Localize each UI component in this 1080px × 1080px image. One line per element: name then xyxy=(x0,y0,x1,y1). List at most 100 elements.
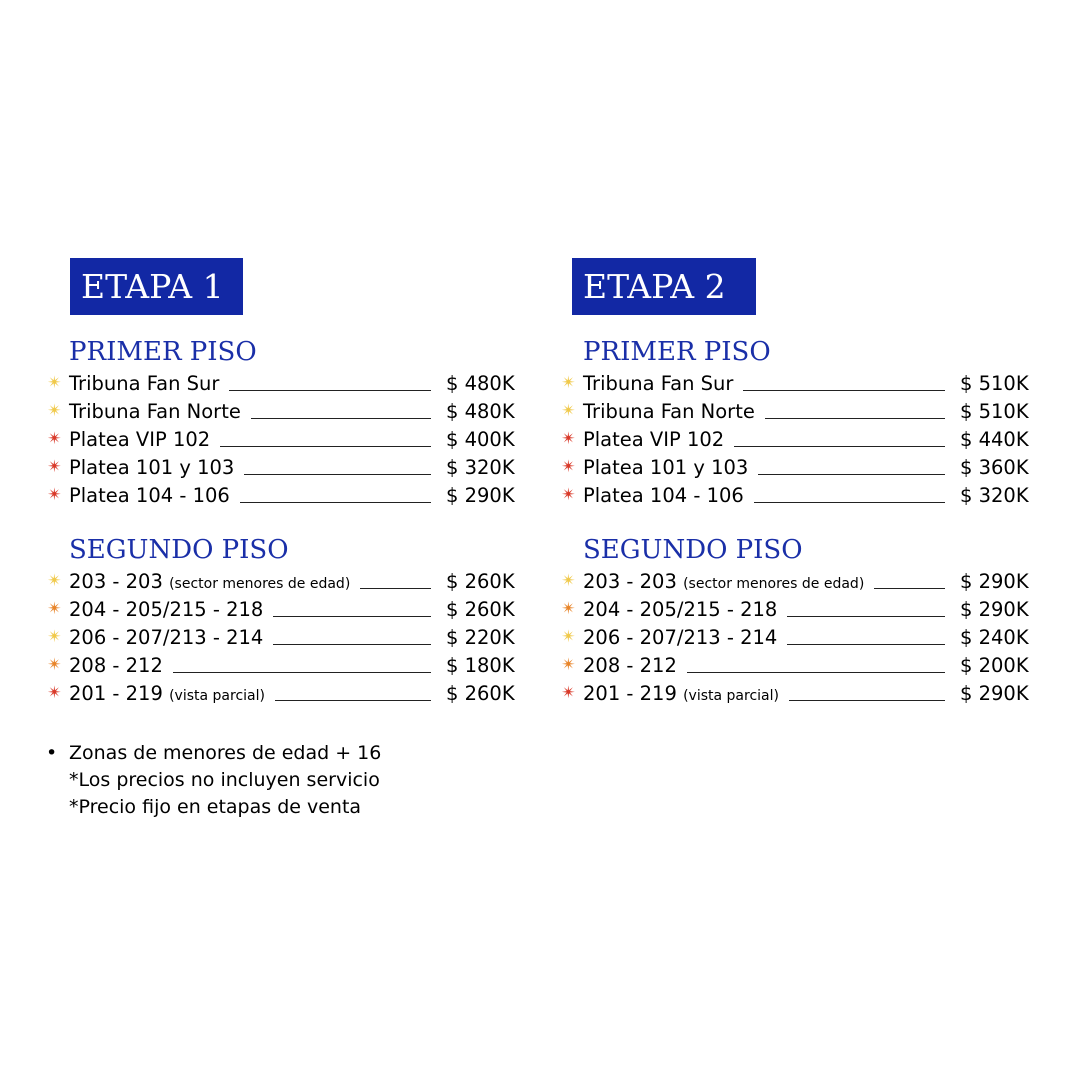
zone-name: Tribuna Fan Norte xyxy=(583,399,755,423)
price: $ 440K xyxy=(960,427,1029,451)
star-icon: ✴ xyxy=(47,683,62,703)
price-row: ✴203 - 203 (sector menores de edad)$ 260… xyxy=(40,567,520,595)
leader-line xyxy=(244,473,431,475)
price: $ 320K xyxy=(446,455,515,479)
price: $ 240K xyxy=(960,625,1029,649)
price-row: ✴204 - 205/215 - 218$ 260K xyxy=(40,595,520,623)
leader-line xyxy=(686,671,945,673)
star-icon: ✴ xyxy=(561,571,576,591)
star-icon: ✴ xyxy=(47,429,62,449)
leader-line xyxy=(758,473,945,475)
zone-label: 204 - 205/215 - 218 xyxy=(69,598,263,621)
note-text: Zonas de menores de edad + 16 xyxy=(69,742,382,764)
zone-name: 203 - 203 xyxy=(583,569,677,593)
zone-label: 201 - 219 (vista parcial) xyxy=(69,682,265,705)
zone-label: Tribuna Fan Sur xyxy=(69,372,219,395)
star-icon: ✴ xyxy=(561,683,576,703)
leader-line xyxy=(273,615,431,617)
floor-title: PRIMER PISO xyxy=(583,337,771,367)
star-icon: ✴ xyxy=(561,429,576,449)
price-row: ✴ 204 - 205/215 - 218 $ 290K xyxy=(554,595,1034,623)
star-icon: ✴ xyxy=(47,599,62,619)
zone-name: Platea VIP 102 xyxy=(69,427,211,451)
zone-name: Platea 104 - 106 xyxy=(583,483,744,507)
price: $ 290K xyxy=(960,681,1029,705)
zone-name: 206 - 207/213 - 214 xyxy=(583,625,778,649)
price: $ 180K xyxy=(446,653,515,677)
leader-line xyxy=(787,615,945,617)
leader-line xyxy=(787,643,945,645)
price: $ 400K xyxy=(446,427,515,451)
zone-name: Platea 101 y 103 xyxy=(583,455,749,479)
price: $ 510K xyxy=(960,399,1029,423)
price-row: ✴ 208 - 212 $ 180K xyxy=(40,651,520,679)
stage-1-column: ETAPA 1 PRIMER PISO ✴ Tribuna Fan Sur $ 480… xyxy=(40,0,530,1080)
zone-name: Tribuna Fan Sur xyxy=(583,371,734,395)
zone-label: 208 - 212 xyxy=(583,654,677,677)
zone-note: (vista parcial) xyxy=(169,687,265,704)
zone-name: 203 - 203 xyxy=(69,569,163,593)
price-row: ✴ Platea 104 - 106 $ 320K xyxy=(554,481,1034,509)
zone-name: 201 - 219 xyxy=(69,681,163,705)
star-icon: ✴ xyxy=(561,373,576,393)
price: $ 320K xyxy=(960,483,1029,507)
zone-name: 204 - 205/215 - 218 xyxy=(69,597,264,621)
price: $ 290K xyxy=(446,483,515,507)
zone-name: Tribuna Fan Norte xyxy=(69,399,241,423)
price-row: ✴Tribuna Fan Sur$ 480K xyxy=(40,369,520,397)
zone-label: Tribuna Fan Sur xyxy=(583,372,733,395)
zone-name: 208 - 212 xyxy=(583,653,677,677)
zone-name: 208 - 212 xyxy=(69,653,163,677)
price: $ 290K xyxy=(960,597,1029,621)
star-icon: ✴ xyxy=(561,457,576,477)
zone-label: Tribuna Fan Norte xyxy=(69,400,241,423)
price: $ 510K xyxy=(960,371,1029,395)
price-row: ✴Platea 104 - 106$ 290K xyxy=(40,481,520,509)
star-icon: ✴ xyxy=(47,627,62,647)
note-text: *Los precios no incluyen servicio xyxy=(69,769,380,791)
leader-line xyxy=(788,699,945,701)
zone-label: 203 - 203 (sector menores de edad) xyxy=(583,570,864,593)
leader-line xyxy=(250,417,431,419)
zone-name: Platea 101 y 103 xyxy=(69,455,235,479)
leader-line xyxy=(220,445,431,447)
star-icon: ✴ xyxy=(47,655,62,675)
price-row: ✴ Platea 101 y 103 $ 360K xyxy=(554,453,1034,481)
zone-label: 208 - 212 xyxy=(69,654,163,677)
price-row: ✴ 201 - 219 (vista parcial) $ 260K xyxy=(40,679,520,707)
star-icon: ✴ xyxy=(561,599,576,619)
star-icon: ✴ xyxy=(561,485,576,505)
stage-2-column: ETAPA 2 PRIMER PISO ✴ Tribuna Fan Sur $ 510… xyxy=(554,0,1044,1080)
zone-label: 204 - 205/215 - 218 xyxy=(583,598,777,621)
price-row: ✴Platea 101 y 103$ 320K xyxy=(40,453,520,481)
leader-line xyxy=(743,389,945,391)
stage-title: ETAPA 1 xyxy=(70,258,243,315)
zone-name: Platea 104 - 106 xyxy=(69,483,230,507)
zone-label: 201 - 219 (vista parcial) xyxy=(583,682,779,705)
price-row: ✴208 - 212$ 200K xyxy=(554,651,1034,679)
price: $ 480K xyxy=(446,399,515,423)
floor-title: SEGUNDO PISO xyxy=(583,535,803,565)
leader-line xyxy=(734,445,945,447)
zone-label: Platea VIP 102 xyxy=(69,428,210,451)
price: $ 360K xyxy=(960,455,1029,479)
price-row: ✴203 - 203 (sector menores de edad)$ 290… xyxy=(554,567,1034,595)
price: $ 260K xyxy=(446,681,515,705)
zone-label: Platea 104 - 106 xyxy=(69,484,230,507)
notes: •Zonas de menores de edad + 16 *Los prec… xyxy=(46,740,381,821)
zone-label: Tribuna Fan Norte xyxy=(583,400,755,423)
price-row: ✴Tribuna Fan Norte$ 510K xyxy=(554,397,1034,425)
note-text: *Precio fijo en etapas de venta xyxy=(69,796,362,818)
zone-name: Platea VIP 102 xyxy=(583,427,725,451)
star-icon: ✴ xyxy=(47,373,62,393)
price-row: ✴ Platea VIP 102 $ 400K xyxy=(40,425,520,453)
leader-line xyxy=(753,501,945,503)
leader-line xyxy=(274,699,431,701)
stage-title: ETAPA 2 xyxy=(572,258,756,315)
zone-label: Platea VIP 102 xyxy=(583,428,724,451)
price: $ 260K xyxy=(446,569,515,593)
price-row: ✴ 201 - 219 (vista parcial) $ 290K xyxy=(554,679,1034,707)
zone-name: 206 - 207/213 - 214 xyxy=(69,625,264,649)
floor-title: PRIMER PISO xyxy=(69,337,257,367)
price: $ 200K xyxy=(960,653,1029,677)
